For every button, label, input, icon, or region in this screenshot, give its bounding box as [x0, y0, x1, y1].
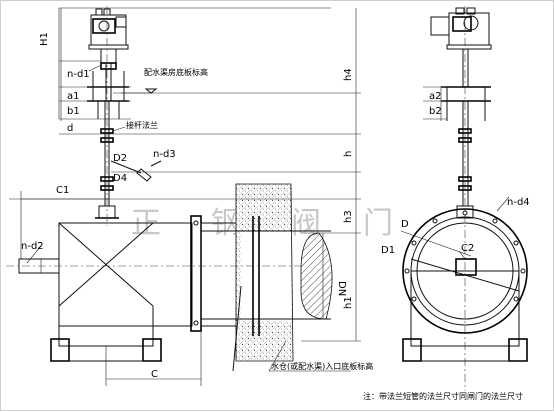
- drawing-note: 注：带法兰短管的法兰尺寸同闸门的法兰尺寸: [363, 391, 523, 401]
- label-H1: H1: [39, 32, 50, 46]
- label-C2: C2: [461, 243, 474, 254]
- center-lines: [6, 6, 466, 391]
- actuator-left: [88, 8, 129, 101]
- label-D: D: [401, 219, 409, 230]
- stand-left: [87, 71, 129, 119]
- guide-bracket: [110, 160, 162, 182]
- stand-right: [441, 86, 491, 219]
- label-nd4: n-d4: [507, 197, 530, 208]
- label-D2: D2: [113, 153, 127, 164]
- annotation-floor-level: 配水渠房底板标高: [144, 67, 208, 77]
- actuator-motor: [92, 18, 116, 34]
- annotation-inlet-level: 水仓(或配水渠)入口底板标高: [271, 361, 373, 371]
- watermark-char-4: 门: [363, 206, 395, 241]
- label-a2: a2: [429, 91, 442, 102]
- label-b1: b1: [67, 106, 80, 117]
- label-C: C: [151, 369, 158, 380]
- dimension-labels-right: a2 b2 n-d4 D D1 C2: [381, 91, 530, 256]
- dimension-lines-right: [423, 86, 510, 260]
- flange-ring-right: [400, 208, 528, 362]
- label-b2: b2: [429, 106, 442, 117]
- annotation-extension-flange: 接杆法兰: [126, 120, 158, 130]
- label-d: d: [67, 123, 73, 134]
- label-nd2: n-d2: [21, 241, 44, 252]
- label-h3: h3: [343, 210, 354, 223]
- dimension-lines-left: [9, 7, 361, 386]
- label-h1: h1: [343, 296, 354, 309]
- label-D1: D1: [381, 245, 395, 256]
- dimension-labels-left: H1 n-d1 a1 b1 d D2 D4 n-d3 C1 n-d2 C DN …: [21, 32, 373, 380]
- concrete-wall: [201, 183, 333, 372]
- label-nd1: n-d1: [67, 69, 90, 80]
- label-h: h: [343, 151, 354, 157]
- label-nd3: n-d3: [153, 149, 176, 160]
- label-C1: C1: [56, 185, 69, 196]
- bolt-holes: [404, 210, 526, 302]
- label-DN: DN: [336, 281, 347, 296]
- valve-body-left: [18, 215, 242, 362]
- label-a1: a1: [67, 91, 80, 102]
- stem-left: [95, 101, 119, 219]
- label-h4: h4: [343, 68, 354, 81]
- label-D4: D4: [113, 173, 127, 184]
- actuator-right: [430, 7, 492, 87]
